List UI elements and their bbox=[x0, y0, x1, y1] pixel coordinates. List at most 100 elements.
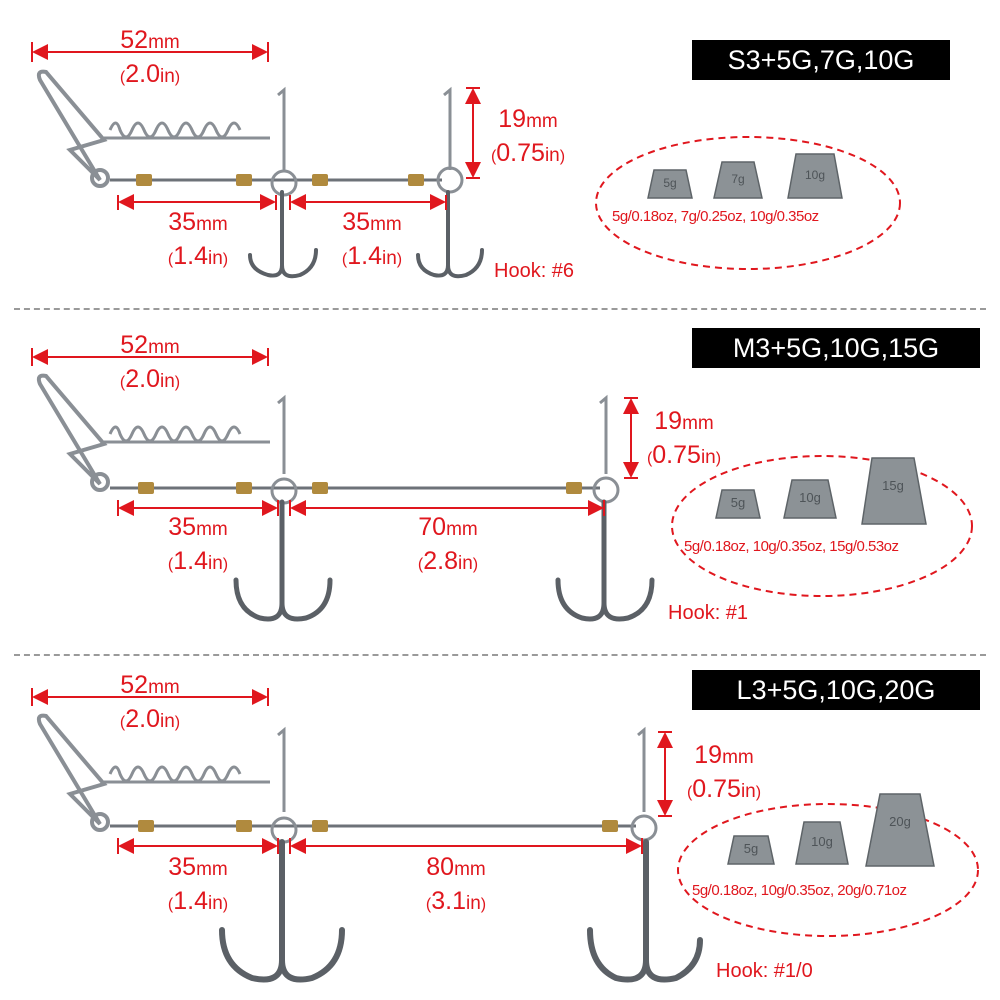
weight-mark: 7g bbox=[731, 172, 744, 186]
panel-m3: 5g 10g 15g M3+5G,10G,15G 52mm (2.0in) 35… bbox=[0, 318, 1000, 638]
mm-value: 19 bbox=[694, 741, 723, 769]
clip-dimension-line bbox=[31, 688, 269, 706]
corkscrew-anchor bbox=[104, 425, 270, 444]
sinker-weight-marks: 5g 7g 10g bbox=[663, 168, 825, 190]
mm-value: 35 bbox=[342, 208, 371, 236]
span-dimension-line bbox=[289, 194, 447, 210]
section-divider bbox=[14, 654, 986, 656]
in-unit: in bbox=[207, 248, 223, 269]
lead-length-label: 35mm (1.4in) bbox=[167, 853, 229, 915]
pin-length-label: 19mm (0.75in) bbox=[646, 407, 722, 469]
mm-unit: mm bbox=[148, 32, 180, 53]
brass-crimps bbox=[138, 820, 618, 832]
mm-value: 52 bbox=[120, 331, 149, 359]
in-unit: in bbox=[159, 371, 175, 392]
mm-unit: mm bbox=[196, 519, 228, 540]
in-value: 0.75 bbox=[652, 441, 701, 469]
in-value: 3.1 bbox=[431, 887, 466, 915]
in-unit: in bbox=[207, 893, 223, 914]
snap-clip bbox=[36, 69, 110, 188]
snap-clip bbox=[36, 713, 110, 832]
span-length-label: 70mm (2.8in) bbox=[417, 513, 479, 575]
in-value: 1.4 bbox=[173, 242, 208, 270]
brass-crimps bbox=[138, 482, 582, 494]
weights-ellipse bbox=[677, 803, 979, 937]
mm-value: 35 bbox=[168, 208, 197, 236]
in-value: 2.0 bbox=[125, 705, 160, 733]
mm-unit: mm bbox=[370, 214, 402, 235]
clip-length-label: 52mm (2.0in) bbox=[119, 671, 181, 733]
in-unit: in bbox=[159, 711, 175, 732]
section-divider bbox=[14, 308, 986, 310]
treble-hooks bbox=[233, 499, 655, 622]
in-unit: in bbox=[544, 145, 560, 166]
mm-value: 35 bbox=[168, 853, 197, 881]
lead-dimension-line bbox=[117, 500, 279, 516]
mm-unit: mm bbox=[148, 337, 180, 358]
mm-value: 19 bbox=[654, 407, 683, 435]
pin-dimension-line bbox=[657, 731, 673, 817]
weights-label: 5g/0.18oz, 10g/0.35oz, 20g/0.71oz bbox=[692, 882, 907, 899]
weight-mark: 5g bbox=[731, 495, 745, 510]
mm-unit: mm bbox=[446, 519, 478, 540]
in-value: 2.0 bbox=[125, 365, 160, 393]
size-tag: S3+5G,7G,10G bbox=[692, 40, 950, 80]
weight-mark: 10g bbox=[805, 168, 825, 182]
corkscrew-anchor bbox=[104, 765, 270, 784]
brass-crimps bbox=[136, 174, 424, 186]
mm-unit: mm bbox=[682, 413, 714, 434]
sinker-weight-marks: 5g 10g 20g bbox=[744, 814, 911, 856]
pin-length-label: 19mm (0.75in) bbox=[490, 105, 566, 167]
weight-mark: 15g bbox=[882, 478, 904, 493]
sinker-weights bbox=[715, 457, 927, 525]
in-value: 0.75 bbox=[692, 775, 741, 803]
lead-length-label: 35mm (1.4in) bbox=[167, 208, 229, 270]
sinker-weights bbox=[727, 793, 935, 867]
in-value: 1.4 bbox=[347, 242, 382, 270]
mm-value: 52 bbox=[120, 671, 149, 699]
mm-value: 19 bbox=[498, 105, 527, 133]
pins-and-rings bbox=[270, 394, 620, 505]
clip-dimension-line bbox=[31, 42, 269, 62]
mm-value: 80 bbox=[426, 853, 455, 881]
in-unit: in bbox=[700, 447, 716, 468]
clip-length-label: 52mm (2.0in) bbox=[119, 331, 181, 393]
mm-value: 52 bbox=[120, 26, 149, 54]
sinker-weights bbox=[647, 153, 843, 199]
in-unit: in bbox=[465, 893, 481, 914]
weights-ellipse bbox=[671, 455, 973, 597]
weight-mark: 5g bbox=[744, 841, 758, 856]
size-tag: M3+5G,10G,15G bbox=[692, 328, 980, 368]
in-value: 2.0 bbox=[125, 60, 160, 88]
weights-ellipse bbox=[595, 136, 901, 270]
in-value: 0.75 bbox=[496, 139, 545, 167]
weight-mark: 10g bbox=[811, 834, 833, 849]
hook-size-label: Hook: #1/0 bbox=[716, 960, 813, 982]
hook-size-label: Hook: #1 bbox=[668, 602, 749, 624]
mm-unit: mm bbox=[722, 747, 754, 768]
weights-label: 5g/0.18oz, 10g/0.35oz, 15g/0.53oz bbox=[684, 538, 899, 555]
span-dimension-line bbox=[289, 500, 605, 516]
mm-unit: mm bbox=[148, 677, 180, 698]
rig-illustration-m3: 5g 10g 15g bbox=[31, 348, 973, 622]
lead-length-label: 35mm (1.4in) bbox=[167, 513, 229, 575]
span-dimension-line bbox=[289, 838, 643, 854]
clip-dimension-line bbox=[31, 348, 269, 366]
treble-hooks bbox=[219, 839, 703, 983]
snap-clip bbox=[36, 373, 110, 492]
pins-and-rings bbox=[270, 86, 464, 197]
pin-dimension-line bbox=[623, 397, 639, 479]
mm-unit: mm bbox=[196, 859, 228, 880]
pin-dimension-line bbox=[465, 87, 481, 179]
in-unit: in bbox=[457, 553, 473, 574]
hook-size-label: Hook: #6 bbox=[494, 260, 575, 282]
span-length-label: 35mm (1.4in) bbox=[341, 208, 403, 270]
lead-dimension-line bbox=[117, 194, 277, 210]
panel-l3: 5g 10g 20g L3+5G,10G,20G 52mm (2.0in) 35… bbox=[0, 660, 1000, 1000]
span-length-label: 80mm (3.1in) bbox=[425, 853, 487, 915]
mm-unit: mm bbox=[526, 111, 558, 132]
panel-s3: 5g 7g 10g S3+5G,7G,10G 52mm (2.0in) 35mm… bbox=[0, 0, 1000, 320]
in-value: 2.8 bbox=[423, 547, 458, 575]
pin-length-label: 19mm (0.75in) bbox=[686, 741, 762, 803]
in-unit: in bbox=[159, 66, 175, 87]
